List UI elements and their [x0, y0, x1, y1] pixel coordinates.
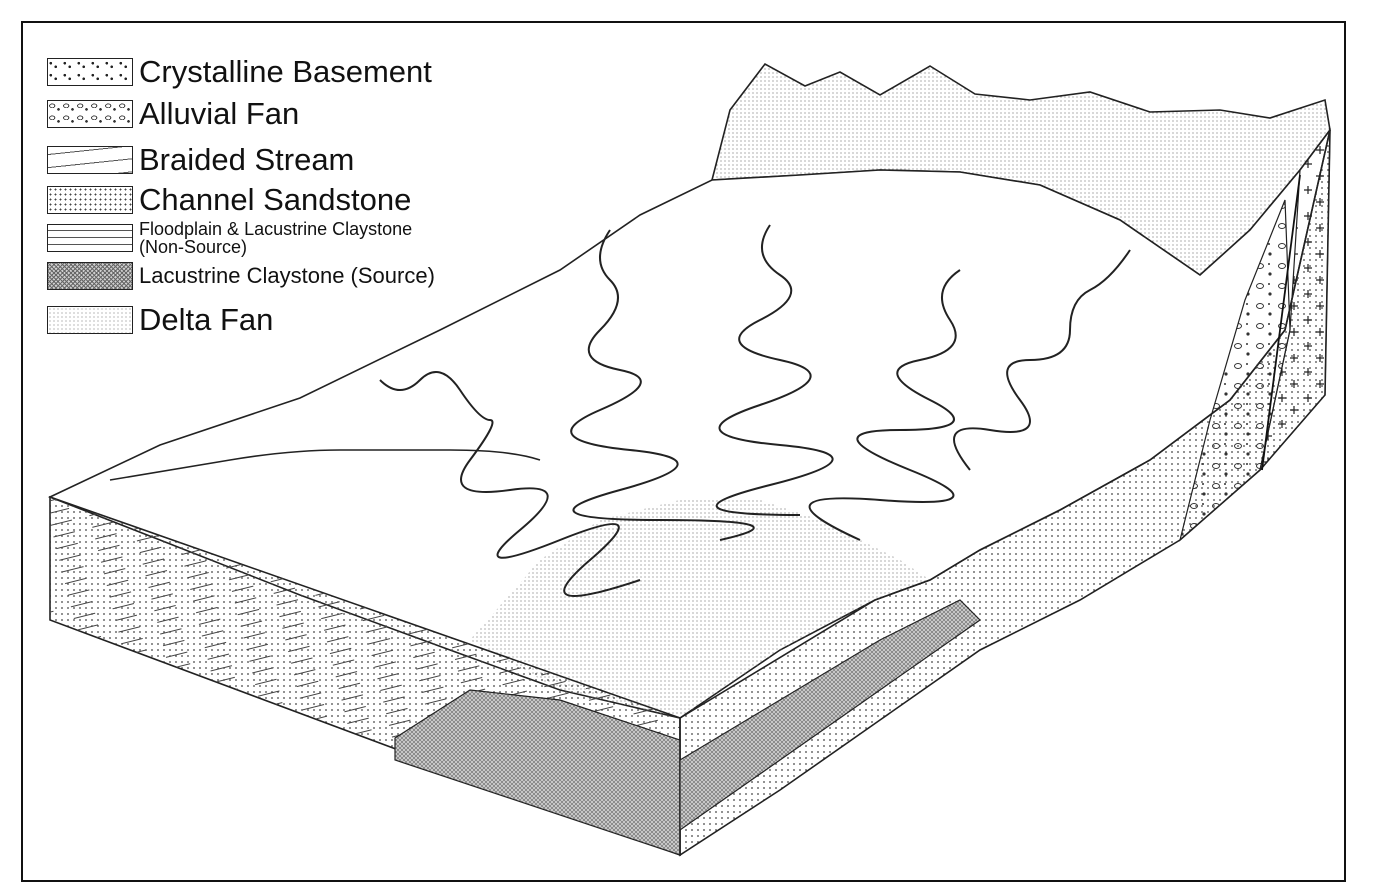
meandering-channel-2 [570, 229, 755, 541]
lacustrine-source-swatch [47, 262, 133, 290]
delta-fan-swatch [47, 305, 133, 334]
meandering-channel-3 [715, 224, 834, 516]
legend-label: Crystalline Basement [139, 54, 432, 89]
legend-item-alluvial-fan: Alluvial Fan [47, 98, 299, 129]
legend-label: Delta Fan [139, 302, 274, 337]
crystalline-basement-swatch [47, 57, 133, 86]
legend-label: Channel Sandstone [139, 182, 412, 217]
legend-item-braided-stream: Braided Stream [47, 144, 354, 175]
delta-fan-surface [470, 500, 930, 718]
braided-stream-swatch [47, 145, 133, 174]
meandering-channel-1 [379, 371, 641, 597]
fault-line [1261, 174, 1301, 471]
figure-frame [21, 21, 1346, 882]
legend-label-line2: (Non-Source) [139, 237, 248, 257]
meandering-channel-4 [808, 269, 961, 541]
meandering-channel-6 [109, 449, 541, 481]
legend-item-lacustrine-source: Lacustrine Claystone (Source) [47, 262, 435, 290]
side-basement [1259, 128, 1331, 471]
legend-label: Lacustrine Claystone (Source) [139, 263, 435, 288]
side-source-rock [679, 599, 981, 832]
meandering-channel-5 [953, 249, 1131, 471]
legend-item-channel-sandstone: Channel Sandstone [47, 184, 411, 215]
legend-item-crystalline-basement: Crystalline Basement [47, 56, 432, 87]
legend-label: Floodplain & Lacustrine Claystone (Non-S… [139, 220, 412, 256]
legend-item-delta-fan: Delta Fan [47, 304, 273, 335]
legend-label-line1: Floodplain & Lacustrine Claystone [139, 219, 413, 239]
legend-item-floodplain-claystone: Floodplain & Lacustrine Claystone (Non-S… [47, 220, 412, 256]
floodplain-claystone-swatch [47, 224, 133, 252]
channel-sandstone-swatch [47, 185, 133, 214]
legend-label: Braided Stream [139, 142, 355, 177]
legend-label: Alluvial Fan [139, 96, 300, 131]
alluvial-fan-swatch [47, 99, 133, 128]
